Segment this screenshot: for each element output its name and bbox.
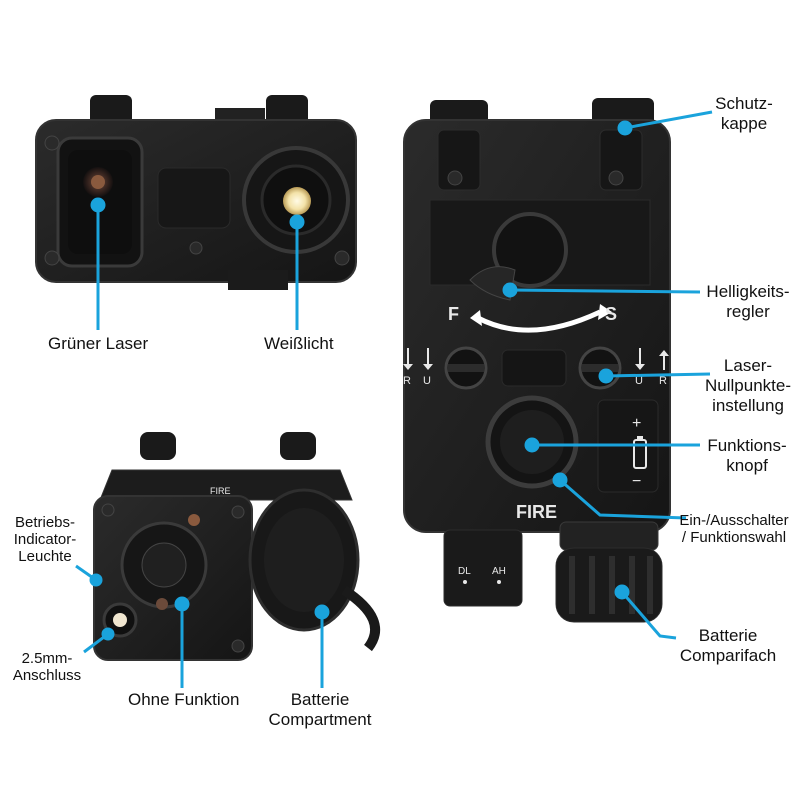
front-panel — [157, 167, 231, 229]
label-u-right: U — [635, 375, 643, 387]
callout-dot — [614, 584, 630, 600]
callout-dot — [174, 596, 190, 612]
jack-25mm-pin — [113, 613, 127, 627]
selector-ring — [559, 521, 659, 551]
callout-lines — [75, 110, 713, 688]
label-ah: AH — [492, 566, 506, 577]
callout-line-schutzkappe — [624, 110, 713, 130]
callout-line-ein-aus — [559, 478, 687, 520]
adjust-screw-left — [444, 346, 488, 390]
screw — [608, 170, 624, 186]
screw — [334, 250, 350, 266]
label-s: S — [605, 304, 617, 324]
device-front-view — [35, 95, 357, 290]
screw — [189, 241, 203, 255]
callout-dot — [524, 437, 540, 453]
label-fire-small: FIRE — [210, 486, 231, 496]
screw — [231, 639, 245, 653]
dial-arrow-tail — [470, 310, 482, 326]
label-anschluss: 2.5mm- Anschluss — [12, 650, 82, 684]
indicator-dot — [463, 580, 467, 584]
callout-dot — [90, 197, 106, 213]
center-panel — [501, 349, 567, 387]
callout-dot — [314, 604, 330, 620]
label-f: F — [448, 304, 459, 324]
callout-dot — [552, 472, 568, 488]
callout-dot — [598, 368, 614, 384]
dial-arrow-head — [598, 304, 612, 320]
label-weisslicht: Weißlicht — [264, 334, 334, 353]
callout-dot — [617, 120, 633, 136]
callout-dot — [502, 282, 518, 298]
label-funktionsknopf: Funktions- knopf — [707, 436, 787, 475]
label-r-right: R — [659, 375, 667, 387]
label-u-left: U — [423, 375, 431, 387]
screw — [101, 503, 115, 517]
label-betriebs: Betriebs- Indicator- Leuchte — [13, 514, 77, 565]
callout-dot — [101, 627, 115, 641]
screw — [44, 250, 60, 266]
label-plus: + — [632, 415, 641, 432]
label-ohne-funktion: Ohne Funktion — [128, 690, 240, 709]
arrow-down-icon — [403, 348, 669, 370]
label-batterie-bottom: Batterie Compartment — [268, 690, 372, 729]
screw — [231, 505, 245, 519]
label-r-left: R — [403, 375, 411, 387]
rear-aperture-bottom — [156, 598, 168, 610]
screw — [447, 170, 463, 186]
adjust-screw-right — [578, 346, 622, 390]
label-laser-nullpunkt: Laser- Nullpunkte- instellung — [705, 356, 791, 415]
battery-cap-strap — [341, 585, 381, 652]
device-rear-view: FIRE — [92, 432, 381, 661]
label-helligkeitsregler: Helligkeits- regler — [706, 282, 790, 321]
screw — [44, 135, 60, 151]
knob-recess — [492, 212, 568, 288]
rear-clip-right — [280, 432, 316, 460]
dial-arrow — [476, 309, 602, 333]
callout-dot — [89, 573, 103, 587]
label-schutzkappe: Schutz- kappe — [715, 94, 773, 133]
device-side-view: F S R U U R FIRE + — [403, 98, 671, 623]
rear-dial-center — [141, 542, 187, 588]
callout-line-batterie-right — [620, 591, 677, 640]
label-fire: FIRE — [516, 502, 557, 522]
rear-clip-left — [140, 432, 176, 460]
rail-bottom — [228, 270, 288, 290]
callout-line-laser-nullpunkt — [605, 372, 711, 378]
label-minus: − — [632, 473, 641, 490]
battery-icon — [633, 436, 647, 469]
label-gruener-laser: Grüner Laser — [48, 334, 149, 353]
label-ein-aus: Ein-/Ausschalter / Funktionswahl — [679, 512, 789, 546]
bottom-connector — [443, 529, 523, 607]
white-light-led — [283, 187, 311, 215]
label-batterie-right: Batterie Comparifach — [679, 626, 777, 665]
rear-aperture-top — [188, 514, 200, 526]
label-dl: DL — [458, 566, 471, 577]
callout-line-helligkeitsregler — [509, 288, 701, 294]
callout-dot — [289, 214, 305, 230]
green-laser-aperture — [91, 175, 105, 189]
indicator-dot — [497, 580, 501, 584]
battery-cap-face — [264, 508, 344, 612]
